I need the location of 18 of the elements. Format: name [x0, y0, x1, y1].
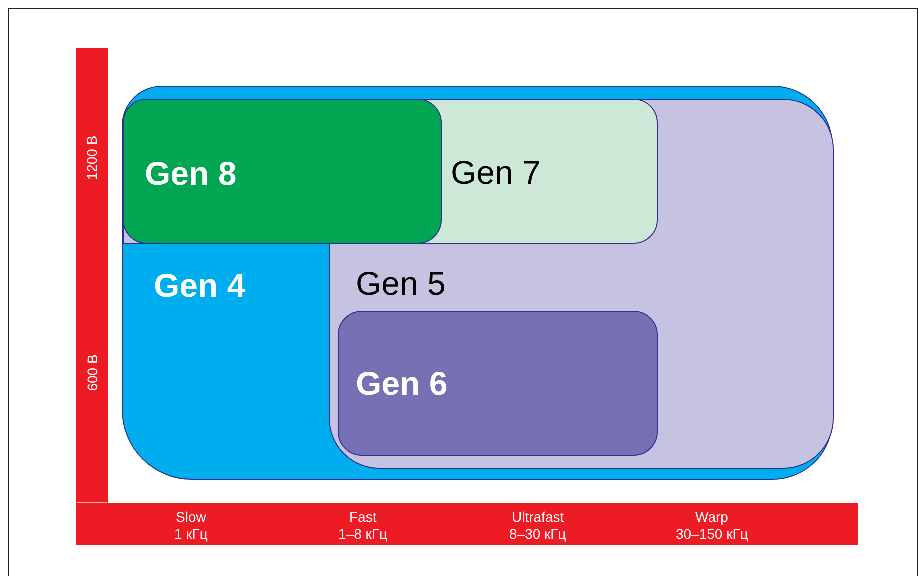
region-label: Gen 8 — [145, 157, 237, 190]
frequency-label: Fast — [350, 510, 377, 524]
region-label: Gen 5 — [356, 267, 446, 300]
region-box — [123, 99, 658, 244]
region-label: Gen 7 — [451, 156, 541, 189]
region-box — [123, 99, 442, 244]
voltage-label: 600 В — [84, 354, 99, 392]
frequency-label: Warp — [696, 510, 728, 524]
region-label: Gen 4 — [154, 269, 246, 302]
frequency-label: 30–150 кГц — [676, 527, 748, 541]
frequency-label: Ultrafast — [512, 510, 564, 524]
region-label: Gen 6 — [356, 367, 448, 400]
region-box — [338, 311, 658, 456]
frequency-label: 8–30 кГц — [510, 527, 566, 541]
frequency-label: Slow — [176, 510, 206, 524]
frequency-label: 1 кГц — [174, 527, 208, 541]
frequency-label: 1–8 кГц — [338, 527, 388, 541]
voltage-label: 1200 В — [85, 136, 100, 180]
